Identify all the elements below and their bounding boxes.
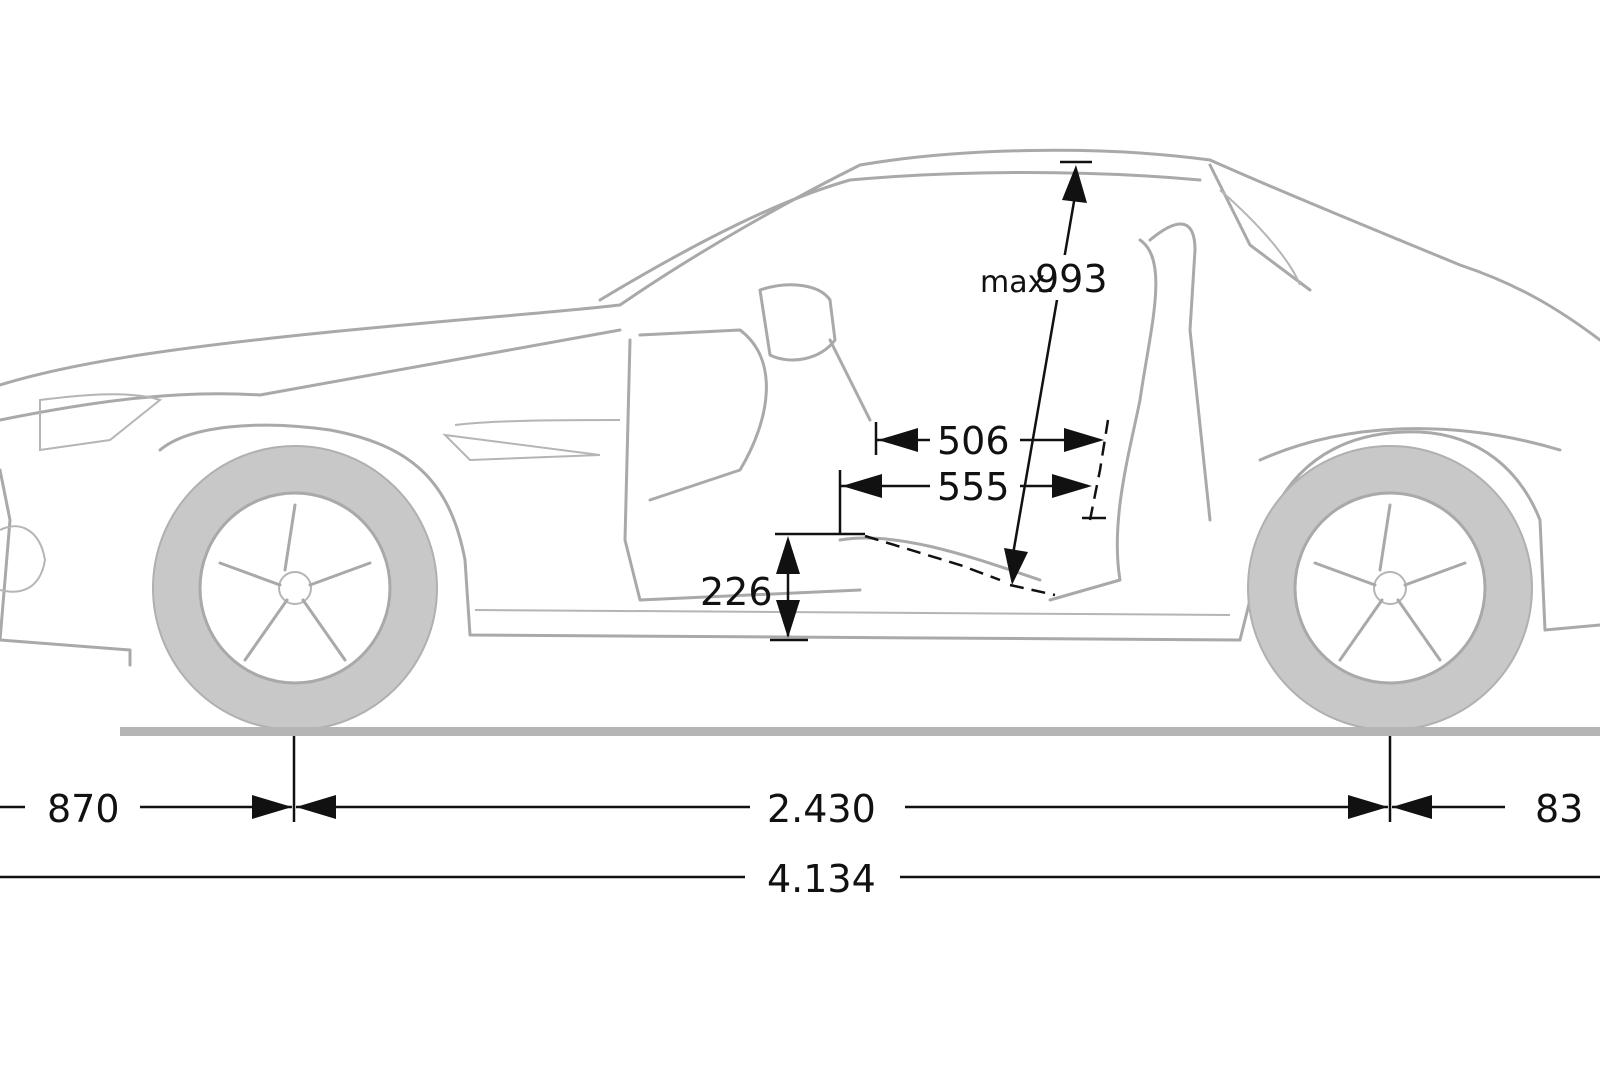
front-overhang-870: 870 (47, 787, 120, 831)
rear-overhang: 83 (1535, 787, 1583, 831)
seat-depth-dimensions (838, 419, 1110, 582)
rear-wheel (1247, 445, 1533, 731)
seat-height-dimension (770, 532, 865, 642)
ground-line (120, 727, 1600, 736)
headroom-prefix: max. (980, 265, 1055, 300)
wheelbase-2430: 2.430 (767, 787, 876, 831)
headroom-value: 993 (1035, 257, 1108, 301)
car-side-outline (0, 148, 1600, 667)
seat-depth-506: 506 (937, 419, 1010, 463)
seat-depth-555: 555 (937, 465, 1010, 509)
seat-height-226: 226 (700, 570, 773, 614)
front-wheel (152, 445, 438, 731)
headroom-dimension (1004, 160, 1092, 597)
length-dimensions (0, 736, 1600, 879)
overall-length-4134: 4.134 (767, 857, 876, 901)
